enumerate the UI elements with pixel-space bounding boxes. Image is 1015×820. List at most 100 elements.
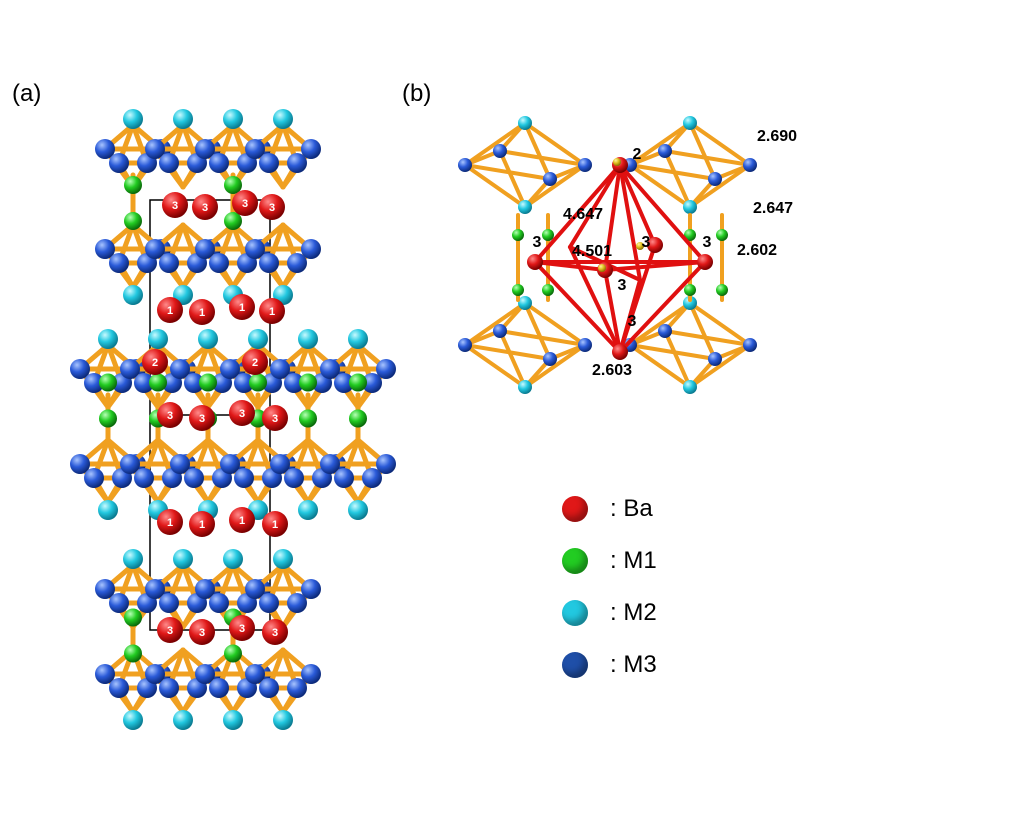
m2-atom xyxy=(518,200,532,214)
ba-bond xyxy=(533,260,622,354)
ba-atom xyxy=(262,619,288,645)
m2-atom xyxy=(98,500,118,520)
bond xyxy=(628,301,692,347)
m3-atom xyxy=(234,468,254,488)
m1-atom xyxy=(99,409,117,428)
m3-atom xyxy=(170,359,190,379)
ba-atom xyxy=(142,349,168,375)
ba-atom xyxy=(262,511,288,537)
m3-atom xyxy=(109,253,129,273)
distance-label: 2.602 xyxy=(737,242,777,259)
ba-atom xyxy=(157,297,183,323)
m1-atom xyxy=(124,212,142,230)
m3-atom xyxy=(195,239,215,259)
ba-bond xyxy=(568,245,622,354)
ba-site-label: 1 xyxy=(239,515,245,527)
m3-atom xyxy=(493,324,507,338)
legend-item-m2: : M2 xyxy=(562,587,657,639)
bond xyxy=(463,121,527,167)
m3-atom xyxy=(209,153,229,173)
m3-atom xyxy=(195,664,215,684)
ba-atom xyxy=(697,254,713,270)
m1-atom xyxy=(349,373,367,392)
m2-atom xyxy=(248,329,268,349)
bond xyxy=(688,343,752,389)
m3-atom xyxy=(245,664,265,684)
m3-atom xyxy=(259,593,279,613)
m3-atom xyxy=(578,338,592,352)
ba-atom xyxy=(189,405,215,431)
m3-atom xyxy=(543,352,557,366)
ba-site-label: 3 xyxy=(628,313,637,330)
m3-atom xyxy=(120,454,140,474)
m2-atom xyxy=(98,329,118,349)
bond xyxy=(663,149,752,167)
ba-atom xyxy=(647,237,663,253)
ba-bond xyxy=(618,163,657,247)
m3-atom xyxy=(234,373,254,393)
m2-atom xyxy=(223,710,243,730)
m3-atom xyxy=(109,678,129,698)
ba-bond xyxy=(533,163,622,264)
m1-atom xyxy=(684,229,696,241)
m2-atom xyxy=(123,710,143,730)
m3-atom xyxy=(320,454,340,474)
m3-atom xyxy=(259,153,279,173)
m3-atom xyxy=(134,468,154,488)
m2-atom xyxy=(173,109,193,129)
m1-atom xyxy=(684,284,696,296)
legend: : Ba : M1 : M2 : M3 xyxy=(562,483,657,691)
bond xyxy=(463,163,552,181)
m3-atom xyxy=(493,144,507,158)
ba-atom xyxy=(612,344,628,360)
distance-label: 2.603 xyxy=(592,362,632,379)
legend-label: : M2 xyxy=(610,599,657,626)
m3-atom xyxy=(301,239,321,259)
bond xyxy=(628,163,717,181)
m1-atom xyxy=(224,212,242,230)
m3-atom xyxy=(362,373,382,393)
ba-site-label: 3 xyxy=(199,413,205,425)
m3-atom xyxy=(170,454,190,474)
m2-atom xyxy=(173,549,193,569)
m1-atom xyxy=(149,373,167,392)
ba-site-label: 3 xyxy=(202,202,208,214)
m3-atom xyxy=(245,239,265,259)
ba-bond xyxy=(603,163,622,272)
m2-atom xyxy=(683,380,697,394)
bond xyxy=(628,163,692,209)
m2-atom xyxy=(273,109,293,129)
bond xyxy=(463,163,527,209)
bond xyxy=(498,329,527,389)
ba-site-label: 1 xyxy=(199,519,205,531)
m3-atom xyxy=(145,139,165,159)
bond xyxy=(523,301,587,347)
bond xyxy=(463,301,527,347)
m3-atom xyxy=(184,373,204,393)
m3-atom xyxy=(145,239,165,259)
legend-label: : Ba xyxy=(610,495,653,522)
m3-atom xyxy=(84,373,104,393)
ba-site-label: 2 xyxy=(152,357,158,369)
bond xyxy=(688,121,752,167)
m3-atom-icon xyxy=(562,652,588,678)
ba-bond xyxy=(603,260,707,272)
m3-atom xyxy=(301,664,321,684)
ba-site-label: 3 xyxy=(167,625,173,637)
m3-atom xyxy=(95,139,115,159)
m3-atom xyxy=(287,253,307,273)
ba-site-label: 1 xyxy=(239,302,245,314)
m2-atom xyxy=(273,549,293,569)
ba-atom xyxy=(229,294,255,320)
panel-a-label: (a) xyxy=(12,80,42,107)
m3-atom xyxy=(95,579,115,599)
ba-ellipsoid-marker xyxy=(636,242,644,250)
bond xyxy=(688,121,717,181)
ba-site-label: 3 xyxy=(269,202,275,214)
m2-atom xyxy=(518,116,532,130)
bond xyxy=(523,301,552,361)
ba-atom xyxy=(527,254,543,270)
distance-label: 4.501 xyxy=(572,243,612,260)
ba-site-label: 3 xyxy=(242,198,248,210)
